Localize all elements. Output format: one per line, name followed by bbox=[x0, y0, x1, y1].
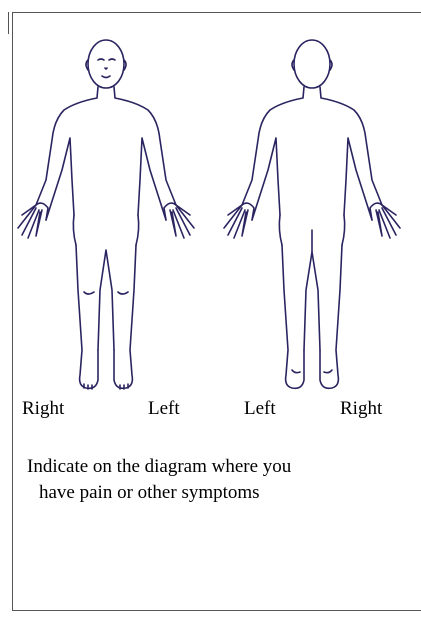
front-right-label: Right bbox=[22, 397, 64, 421]
head-outline bbox=[294, 40, 330, 88]
instruction-line-2: have pain or other symptoms bbox=[27, 480, 397, 506]
front-left-label: Left bbox=[148, 397, 180, 421]
back-left-label: Left bbox=[244, 397, 276, 421]
page-frame-top-border bbox=[12, 12, 421, 13]
page-frame-bottom-border bbox=[12, 610, 421, 611]
instruction-text: Indicate on the diagram where you have p… bbox=[27, 454, 397, 506]
front-body-figure[interactable] bbox=[6, 30, 206, 392]
back-body-figure[interactable] bbox=[212, 30, 412, 392]
back-right-label: Right bbox=[340, 397, 382, 421]
instruction-line-1: Indicate on the diagram where you bbox=[27, 456, 291, 477]
head-outline bbox=[88, 40, 124, 88]
